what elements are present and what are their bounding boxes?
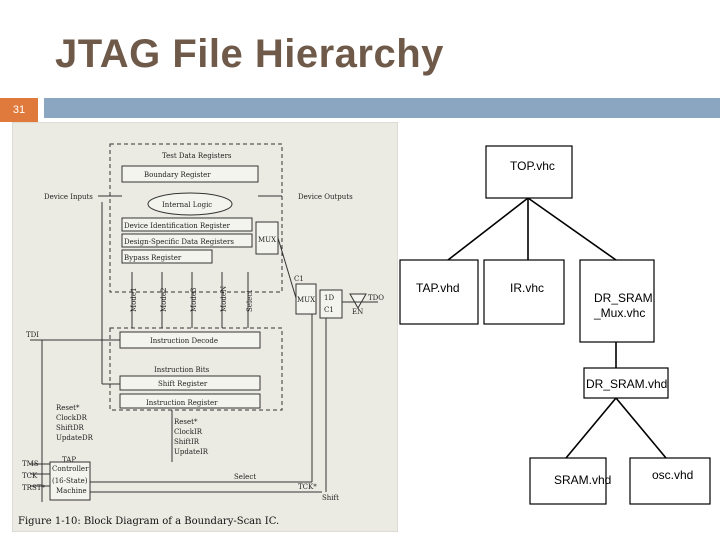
tck-star-label: TCK* — [298, 483, 317, 491]
mode1-label: Mode1 — [130, 288, 138, 312]
design-specific-register-label: Design-Specific Data Registers — [124, 238, 234, 246]
figure-caption: Figure 1-10: Block Diagram of a Boundary… — [18, 516, 279, 527]
select-vertical-label: Select — [246, 290, 254, 312]
tree-node-osc: osc.vhd — [652, 468, 693, 482]
trst-label: TRST* — [22, 484, 45, 492]
right-signal-1: ClockIR — [174, 428, 203, 436]
slide-title: JTAG File Hierarchy — [55, 32, 444, 76]
tap-controller-line-2: (16-State) — [52, 477, 88, 485]
right-signal-0: Reset* — [174, 418, 198, 426]
instruction-register-label: Instruction Register — [146, 399, 218, 407]
ff-c1-label: C1 — [324, 306, 334, 314]
shift-label: Shift — [322, 494, 339, 502]
moden-label: ModeN — [220, 286, 228, 312]
title-rule — [44, 98, 720, 118]
right-signal-3: UpdateIR — [174, 448, 209, 456]
bypass-register-label: Bypass Register — [124, 254, 182, 262]
boundary-scan-block-diagram: Test Data Registers Boundary Register In… — [12, 122, 398, 532]
mode3-label: Mode3 — [190, 288, 198, 312]
left-signal-1: ClockDR — [56, 414, 88, 422]
slide-number: 31 — [0, 98, 38, 122]
device-outputs-label: Device Outputs — [298, 193, 353, 201]
left-signal-2: ShiftDR — [56, 424, 85, 432]
file-hierarchy-tree: TOP.vhc TAP.vhd IR.vhc DR_SRAM_Mux.vhc D… — [399, 145, 711, 505]
upper-mux-label: MUX — [258, 236, 276, 244]
right-signal-2: ShiftIR — [174, 438, 200, 446]
tree-node-ir: IR.vhc — [510, 281, 544, 295]
c1-label: C1 — [294, 275, 304, 283]
tree-node-dr-sram: DR_SRAM.vhd — [586, 377, 667, 391]
tap-controller-line-1: Controller — [52, 465, 89, 473]
tdo-label: TDO — [368, 294, 384, 302]
device-inputs-label: Device Inputs — [44, 193, 93, 201]
left-signal-3: UpdateDR — [56, 434, 94, 442]
tree-node-dr-sram-mux: DR_SRAM_Mux.vhc — [593, 291, 653, 320]
select-bottom-label: Select — [234, 473, 256, 481]
tap-controller-line-0: TAP — [62, 456, 76, 464]
device-id-register-label: Device Identification Register — [124, 222, 231, 230]
lower-mux-label: MUX — [297, 296, 315, 304]
test-data-registers-label: Test Data Registers — [162, 152, 232, 160]
boundary-register-label: Boundary Register — [144, 171, 211, 179]
ff-1d-label: 1D — [324, 294, 334, 302]
tree-node-tap: TAP.vhd — [416, 281, 460, 295]
tms-label: TMS — [22, 460, 39, 468]
tree-node-sram: SRAM.vhd — [554, 473, 611, 487]
en-label: EN — [352, 308, 363, 316]
tap-controller-line-3: Machine — [56, 487, 87, 495]
tree-node-root: TOP.vhc — [510, 159, 555, 173]
internal-logic-label: Internal Logic — [162, 201, 212, 209]
instruction-decode-label: Instruction Decode — [150, 337, 218, 345]
mode2-label: Mode2 — [160, 288, 168, 312]
tck-label: TCK — [22, 472, 38, 480]
left-signal-0: Reset* — [56, 404, 80, 412]
instruction-bits-label: Instruction Bits — [154, 366, 210, 374]
tdi-label: TDI — [26, 331, 39, 339]
shift-register-label: Shift Register — [158, 380, 208, 388]
